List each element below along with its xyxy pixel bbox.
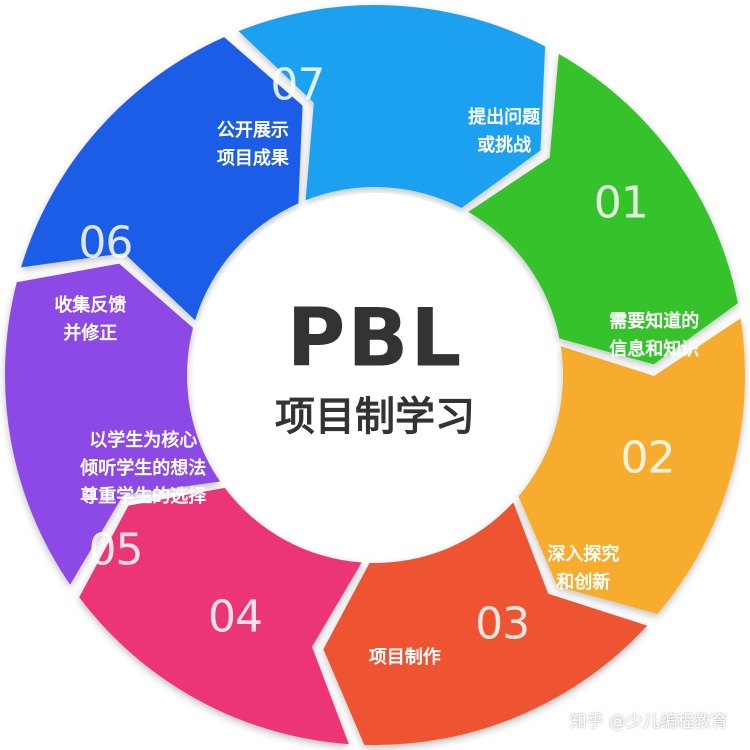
segment-03-number: 03 — [475, 598, 530, 650]
segment-04-line-1: 项目制作 — [368, 647, 441, 669]
segment-05-number: 05 — [88, 524, 144, 576]
segment-06-number: 06 — [78, 217, 133, 269]
segment-06 — [238, 5, 546, 209]
segment-03-line-1: 深入探究 — [547, 544, 620, 566]
segment-07-number: 07 — [270, 59, 325, 111]
watermark: 知乎 @少儿编程教育 — [569, 712, 728, 732]
segment-05 — [21, 37, 303, 321]
segment-02-line-2: 信息和知识 — [609, 338, 700, 360]
segment-06-label: 收集反馈并修正 — [54, 292, 126, 348]
center-subtitle: 项目制学习 — [275, 394, 475, 440]
segment-06-line-2: 并修正 — [63, 322, 118, 344]
segment-04-number: 04 — [208, 591, 263, 643]
segment-04-label: 项目制作 — [369, 644, 441, 672]
segment-02-number: 02 — [620, 432, 676, 484]
segment-02-line-1: 需要知道的 — [609, 310, 700, 332]
segment-05-line-1: 以学生为核心 — [89, 429, 198, 451]
segment-07 — [468, 53, 738, 365]
segment-03-line-2: 和创新 — [556, 572, 611, 594]
segment-04 — [4, 263, 221, 585]
center-circle — [193, 193, 557, 557]
segment-05-line-3: 尊重学生的选择 — [80, 485, 207, 507]
segment-07-line-2: 项目成果 — [216, 148, 289, 170]
segment-03 — [79, 487, 362, 745]
segment-02 — [323, 502, 648, 745]
segment-01-line-2: 或挑战 — [477, 135, 532, 157]
center-title: PBL — [286, 291, 464, 385]
segment-06-line-1: 收集反馈 — [54, 294, 127, 316]
segment-07-line-1: 公开展示 — [216, 120, 289, 142]
segment-05-line-2: 倾听学生的想法 — [80, 457, 207, 479]
segment-01-label: 提出问题或挑战 — [468, 104, 540, 160]
segment-02-label: 需要知道的信息和知识 — [609, 308, 699, 364]
segment-01-line-1: 提出问题 — [468, 107, 541, 129]
segment-01 — [518, 318, 746, 614]
segment-07-label: 公开展示项目成果 — [217, 117, 289, 173]
segment-03-label: 深入探究和创新 — [547, 541, 619, 597]
segment-05-label: 以学生为核心倾听学生的想法尊重学生的选择 — [80, 427, 206, 511]
segment-01-number: 01 — [593, 177, 649, 229]
